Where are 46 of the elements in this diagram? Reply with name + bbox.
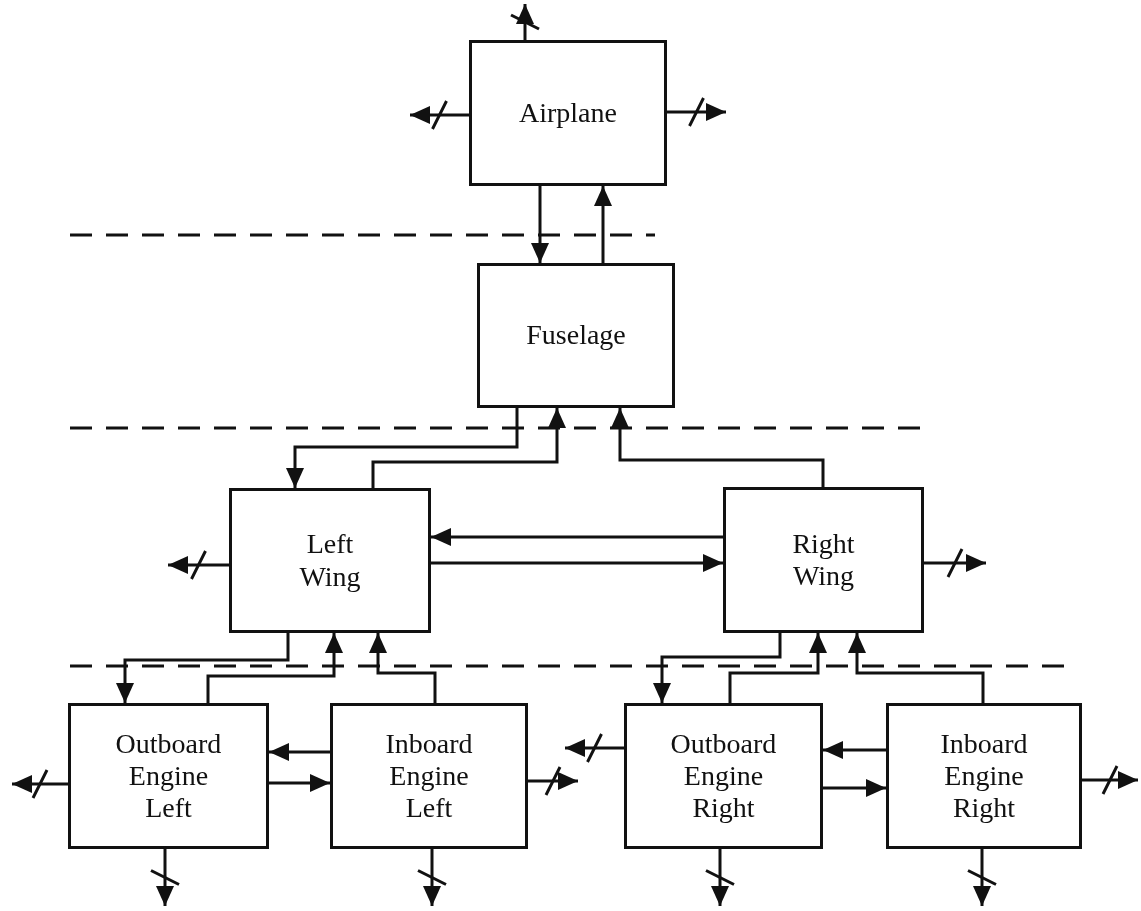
block-label: Inboard Engine Right xyxy=(939,727,1029,825)
bus-output-arrow xyxy=(705,849,735,906)
arrow xyxy=(653,633,782,703)
bus-output-arrow xyxy=(410,100,469,130)
arrow xyxy=(269,743,330,761)
arrow xyxy=(848,633,985,703)
block-box xyxy=(624,703,823,849)
arrow xyxy=(116,633,290,703)
bus-output-arrow xyxy=(924,548,986,578)
block-label: Right Wing xyxy=(791,527,856,593)
bus-output-arrow xyxy=(510,4,540,40)
block-label: Fuselage xyxy=(526,319,626,352)
block-label: Left Wing xyxy=(298,528,362,593)
bus-output-arrow xyxy=(150,849,180,906)
arrow xyxy=(369,633,437,703)
block-box xyxy=(229,488,431,633)
arrow xyxy=(431,528,723,546)
arrow xyxy=(728,633,827,703)
bus-output-arrow xyxy=(528,766,578,796)
arrow xyxy=(269,774,330,792)
bus-output-arrow xyxy=(417,849,447,906)
bus-output-arrow xyxy=(967,849,997,906)
arrow xyxy=(823,741,886,759)
block-box xyxy=(723,487,924,633)
block-label: Inboard Engine Left xyxy=(384,727,474,825)
arrow xyxy=(371,408,566,488)
arrow xyxy=(206,633,343,703)
arrow xyxy=(286,408,519,488)
block-box xyxy=(886,703,1082,849)
block-label: Airplane xyxy=(519,96,617,130)
arrow xyxy=(611,408,825,487)
block-box xyxy=(330,703,528,849)
bus-output-arrow xyxy=(565,733,624,763)
arrow xyxy=(823,779,886,797)
block-label: Outboard Engine Right xyxy=(669,727,778,825)
block-box xyxy=(469,40,667,186)
block-label: Outboard Engine Left xyxy=(114,727,223,825)
bus-output-arrow xyxy=(12,769,68,799)
arrow xyxy=(431,554,723,572)
bus-output-arrow xyxy=(667,97,726,127)
bus-output-arrow xyxy=(1082,765,1138,795)
block-box xyxy=(68,703,269,849)
arrow xyxy=(594,186,612,263)
arrow xyxy=(531,186,549,263)
bus-output-arrow xyxy=(168,550,229,580)
block-box xyxy=(477,263,675,408)
